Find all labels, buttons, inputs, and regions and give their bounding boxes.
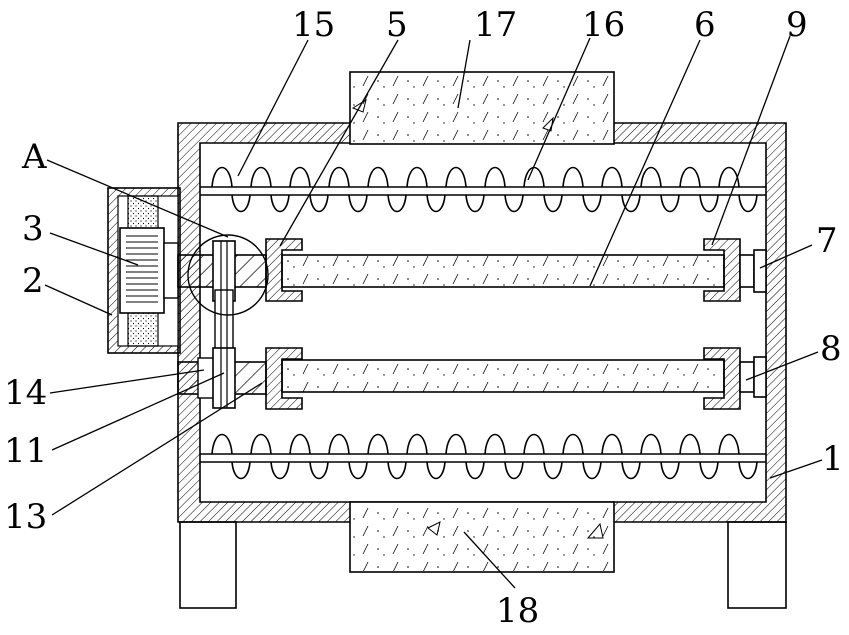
callout-7: 7 bbox=[816, 221, 838, 261]
motor bbox=[120, 228, 164, 313]
upper-roller bbox=[266, 239, 766, 301]
screw-flight bbox=[485, 168, 523, 212]
callout-13: 13 bbox=[4, 497, 47, 537]
screw-flight bbox=[368, 168, 406, 212]
callout-8: 8 bbox=[820, 329, 842, 369]
screw-flight bbox=[290, 435, 328, 479]
screw-flight bbox=[524, 168, 562, 212]
callout-9: 9 bbox=[786, 5, 808, 45]
screw-flight bbox=[329, 168, 367, 212]
screw-flight bbox=[680, 435, 718, 479]
lower-screw bbox=[200, 435, 766, 479]
screw-flight bbox=[446, 168, 484, 212]
feed-inlet bbox=[350, 72, 614, 144]
callout-1: 1 bbox=[822, 439, 844, 479]
upper-screw bbox=[200, 168, 766, 212]
callout-2: 2 bbox=[22, 261, 44, 301]
screw-flight bbox=[485, 435, 523, 479]
callout-18: 18 bbox=[496, 591, 539, 631]
screw-flight bbox=[602, 435, 640, 479]
screw-flight bbox=[251, 435, 289, 479]
screw-flight bbox=[368, 435, 406, 479]
discharge-outlet bbox=[350, 502, 614, 572]
lower-roller bbox=[266, 348, 766, 409]
callout-16: 16 bbox=[582, 5, 625, 45]
callout-14: 14 bbox=[4, 373, 47, 413]
callout-5: 5 bbox=[386, 5, 408, 45]
screw-flight bbox=[407, 168, 445, 212]
screw-flight bbox=[602, 168, 640, 212]
screw-flight bbox=[563, 435, 601, 479]
screw-flight bbox=[212, 435, 250, 479]
screw-flight bbox=[407, 435, 445, 479]
callout-11: 11 bbox=[4, 431, 47, 471]
screw-flight bbox=[290, 168, 328, 212]
screw-flight bbox=[680, 168, 718, 212]
callout-6: 6 bbox=[694, 5, 716, 45]
screw-flight bbox=[719, 435, 757, 479]
callout-17: 17 bbox=[474, 5, 517, 45]
screw-flight bbox=[329, 435, 367, 479]
callout-3: 3 bbox=[22, 209, 44, 249]
screw-flight bbox=[446, 435, 484, 479]
screw-flight bbox=[251, 168, 289, 212]
screw-flight bbox=[563, 168, 601, 212]
callout-15: 15 bbox=[292, 5, 335, 45]
screw-flight bbox=[524, 435, 562, 479]
screw-flight bbox=[641, 435, 679, 479]
motor-housing bbox=[108, 188, 180, 353]
screw-flight bbox=[641, 168, 679, 212]
callout-a: A bbox=[21, 137, 47, 177]
screw-flight bbox=[212, 168, 250, 212]
